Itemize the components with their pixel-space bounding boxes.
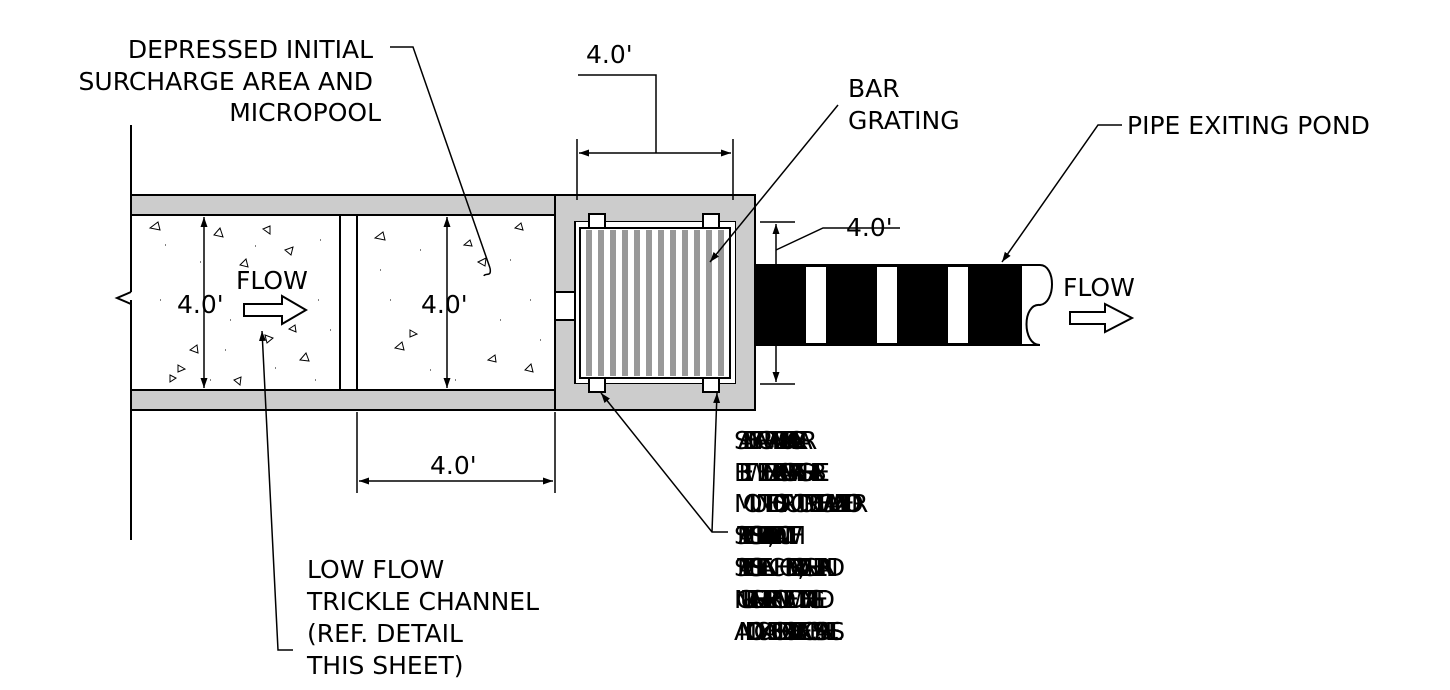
leader-low-flow xyxy=(259,330,293,651)
flow-label-left: FLOW xyxy=(236,266,308,295)
pond-edge-break-line xyxy=(114,125,132,540)
mounting-tabs xyxy=(588,213,720,393)
flow-arrow-left xyxy=(243,294,308,326)
dim-channel-left-label: 4.0' xyxy=(177,290,224,319)
dim-bottom-width xyxy=(356,412,556,493)
outlet-pipe xyxy=(755,264,1053,346)
dim-channel-mid-label: 4.0' xyxy=(421,290,468,319)
pipe-exiting-label: PIPE EXITING POND xyxy=(1127,111,1370,140)
dim-grate-height xyxy=(760,221,900,385)
leader-bar-grating xyxy=(709,104,839,263)
low-flow-label: LOW FLOW TRICKLE CHANNEL (REF. DETAIL TH… xyxy=(306,555,547,680)
channel-walls xyxy=(130,194,556,411)
concrete-fill-middle xyxy=(373,222,541,381)
leader-depressed-area xyxy=(390,46,492,277)
dim-grate-width xyxy=(576,74,734,200)
dim-bottom-label: 4.0' xyxy=(430,451,477,480)
leader-safety-note xyxy=(600,392,728,533)
dim-grate-height-label: 4.0' xyxy=(846,213,893,242)
safety-note: SAFETY BAR GRATE WITH 5" MAX. CLEAR BETW… xyxy=(734,426,868,646)
bar-grating xyxy=(579,227,731,379)
concrete-fill-left xyxy=(148,221,331,386)
bar-grating-label: BAR GRATING xyxy=(848,74,960,135)
depressed-area-label: DEPRESSED INITIAL SURCHARGE AREA AND MIC… xyxy=(79,35,382,127)
dim-grate-width-label: 4.0' xyxy=(586,40,633,69)
flow-arrow-right xyxy=(1069,302,1135,334)
leader-pipe xyxy=(1001,124,1122,263)
flow-label-right: FLOW xyxy=(1063,273,1135,302)
